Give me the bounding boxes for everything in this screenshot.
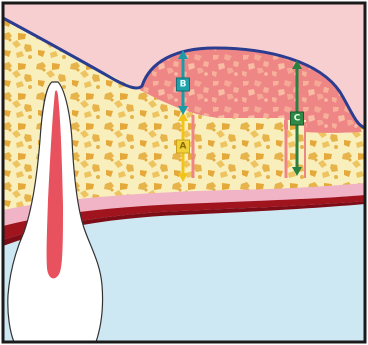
- marker-b-label: B: [180, 80, 187, 90]
- bone-columns: [178, 112, 306, 178]
- marker-a-label: A: [180, 142, 187, 152]
- marker-c-label: C: [294, 114, 301, 124]
